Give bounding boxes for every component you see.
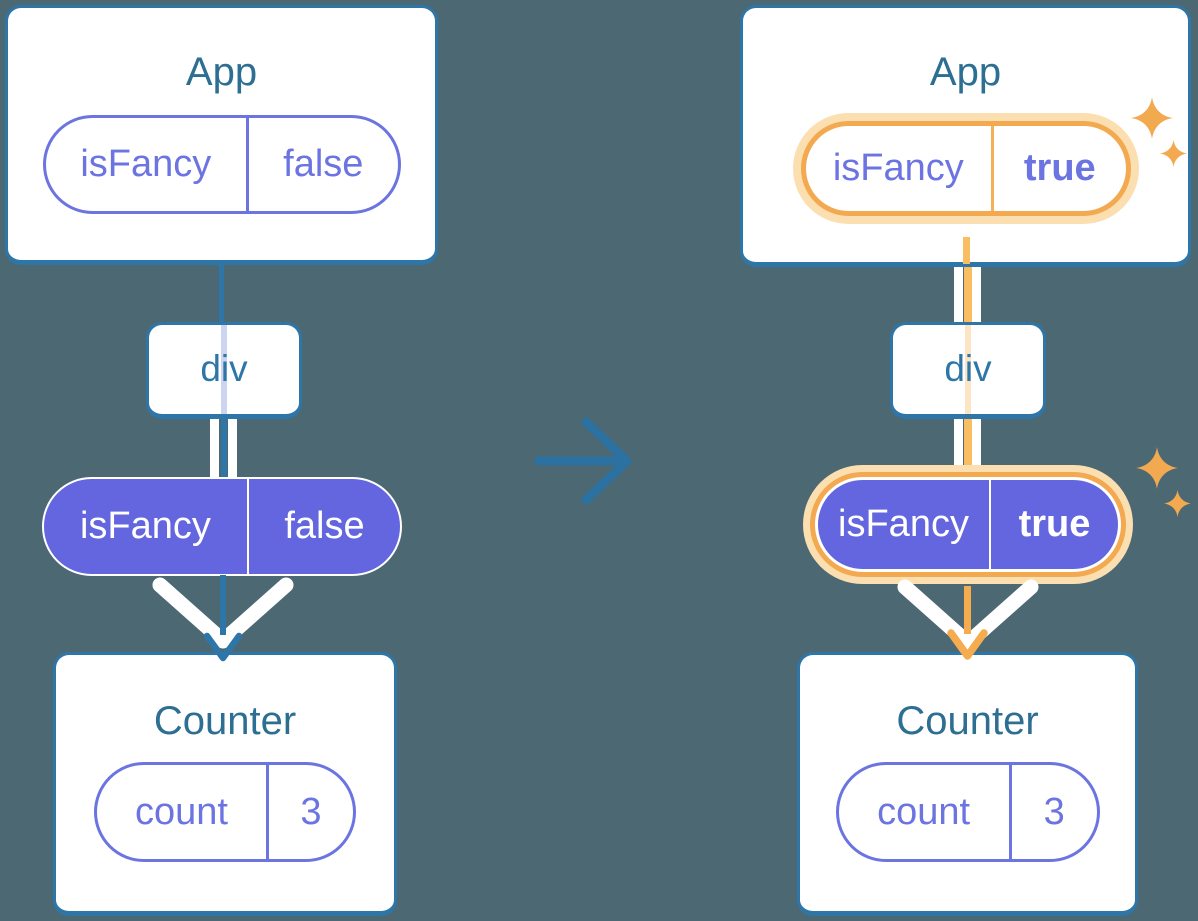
left-arrow-down-icon <box>203 632 243 662</box>
sparkle-icon <box>1164 490 1191 517</box>
left-app-card: App isFancy false <box>5 5 438 265</box>
props-value-label: true <box>1018 503 1091 545</box>
left-div-card: div <box>146 322 302 419</box>
right-app-card: App isFancy true <box>740 5 1191 267</box>
transition-arrow-icon <box>534 417 632 505</box>
left-state-thread-line <box>220 575 226 635</box>
right-props-pill: isFancy true <box>815 477 1121 572</box>
state-value-label: false <box>283 143 364 185</box>
left-div-label: div <box>200 348 248 389</box>
left-app-title: App <box>185 50 258 94</box>
state-key-label: count <box>134 790 228 833</box>
right-div-props-edge <box>954 417 981 466</box>
left-app-div-edge-line <box>219 262 224 326</box>
state-key-label: isFancy <box>80 143 212 185</box>
sparkle-icon <box>1131 97 1173 139</box>
right-app-state-pill: isFancy true <box>800 121 1131 216</box>
left-counter-state-pill: count 3 <box>94 762 356 862</box>
left-div-props-edge <box>210 417 237 479</box>
right-div-card: div <box>890 322 1046 419</box>
state-value-label: 3 <box>1043 790 1065 833</box>
right-app-title: App <box>929 50 1002 94</box>
right-div-label: div <box>944 348 992 389</box>
right-app-thread-line <box>963 237 970 264</box>
right-app-div-edge <box>954 263 981 323</box>
right-render-chevron-icon <box>897 579 1039 651</box>
left-render-chevron-icon <box>152 577 294 649</box>
sparkle-icon <box>1160 140 1187 167</box>
left-div-thread-faded-line <box>221 325 227 414</box>
right-counter-state-pill: count 3 <box>835 762 1100 862</box>
props-key-label: isFancy <box>79 505 211 547</box>
props-key-label: isFancy <box>838 503 969 545</box>
left-counter-title: Counter <box>153 699 297 743</box>
state-value-label: true <box>1023 147 1096 189</box>
right-div-thread-faded-line <box>965 325 971 414</box>
left-counter-card: Counter count 3 <box>53 652 397 916</box>
right-counter-card: Counter count 3 <box>797 652 1138 916</box>
state-key-label: count <box>877 790 971 833</box>
state-value-label: 3 <box>300 790 322 833</box>
state-key-label: isFancy <box>832 147 964 189</box>
left-app-state-pill: isFancy false <box>42 115 401 214</box>
props-value-label: false <box>284 505 365 547</box>
right-arrow-down-icon <box>947 629 988 660</box>
left-props-pill: isFancy false <box>42 477 402 576</box>
sparkle-icon <box>1136 447 1178 489</box>
right-counter-title: Counter <box>896 699 1039 743</box>
right-state-thread-line <box>963 586 971 634</box>
